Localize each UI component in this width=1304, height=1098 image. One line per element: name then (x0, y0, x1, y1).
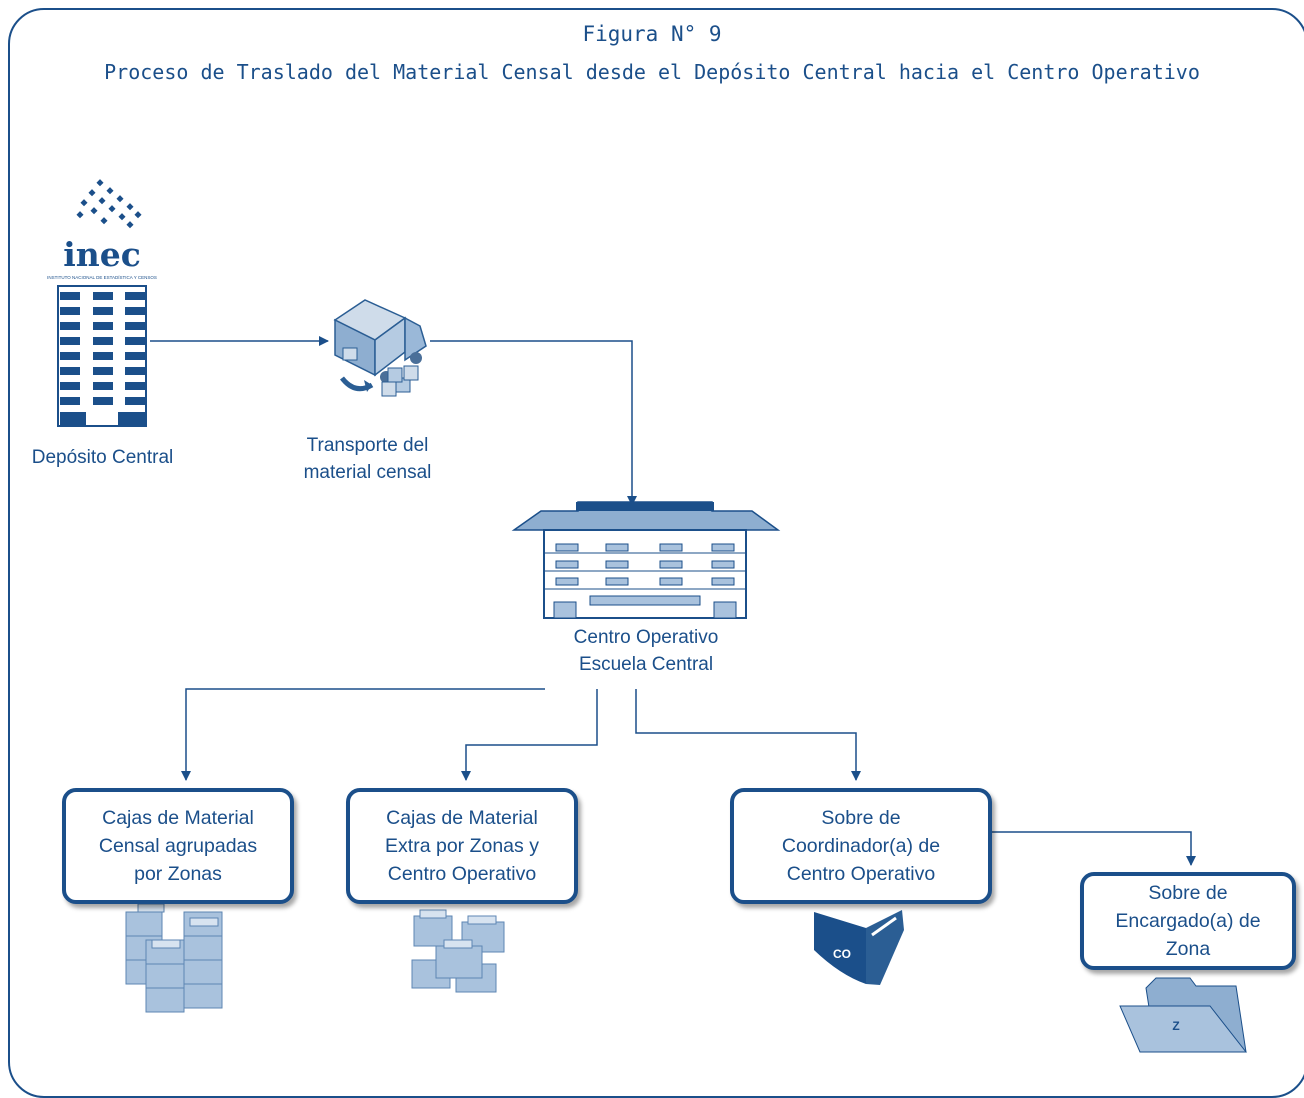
arrow-centro-cajas-extra (461, 689, 598, 781)
z-folder-label: Z (1172, 1019, 1179, 1033)
co-envelope-icon: CO (814, 910, 904, 985)
stacked-boxes-icon (125, 903, 223, 1013)
figure-title: Proceso de Traslado del Material Censal … (104, 60, 1200, 84)
connectors (150, 336, 1196, 866)
cajas-zonas-box: Cajas de Material Censal agrupadas por Z… (62, 788, 294, 904)
figure-number: Figura N° 9 (582, 22, 722, 46)
box-pile-icon (411, 909, 505, 993)
sobre-encargado-box: Sobre de Encargado(a) de Zona (1080, 872, 1296, 970)
school-building-icon (511, 501, 781, 619)
cajas-extra-box: Cajas de Material Extra por Zonas y Cent… (346, 788, 578, 904)
z-folder-icon: Z (1119, 977, 1248, 1053)
transporte-label: Transporte del material censal (303, 435, 432, 483)
centro-operativo-label: Centro Operativo Escuela Central (573, 627, 719, 675)
arrow-centro-cajas-zonas (181, 688, 545, 781)
inec-building-icon: inec INSTITUTO NACIONAL DE ESTADÍSTICA Y… (47, 179, 157, 427)
arrow-coord-encargado (992, 831, 1196, 866)
arrow-centro-sobre-coord (635, 689, 861, 781)
co-envelope-label: CO (833, 947, 851, 961)
inec-logo-subtitle: INSTITUTO NACIONAL DE ESTADÍSTICA Y CENS… (47, 274, 157, 280)
truck-icon (333, 299, 427, 397)
arrow-transporte-centro (430, 340, 637, 506)
sobre-coordinador-box: Sobre de Coordinador(a) de Centro Operat… (730, 788, 992, 904)
inec-logo-text: inec (63, 235, 141, 274)
deposito-label: Depósito Central (31, 447, 174, 468)
